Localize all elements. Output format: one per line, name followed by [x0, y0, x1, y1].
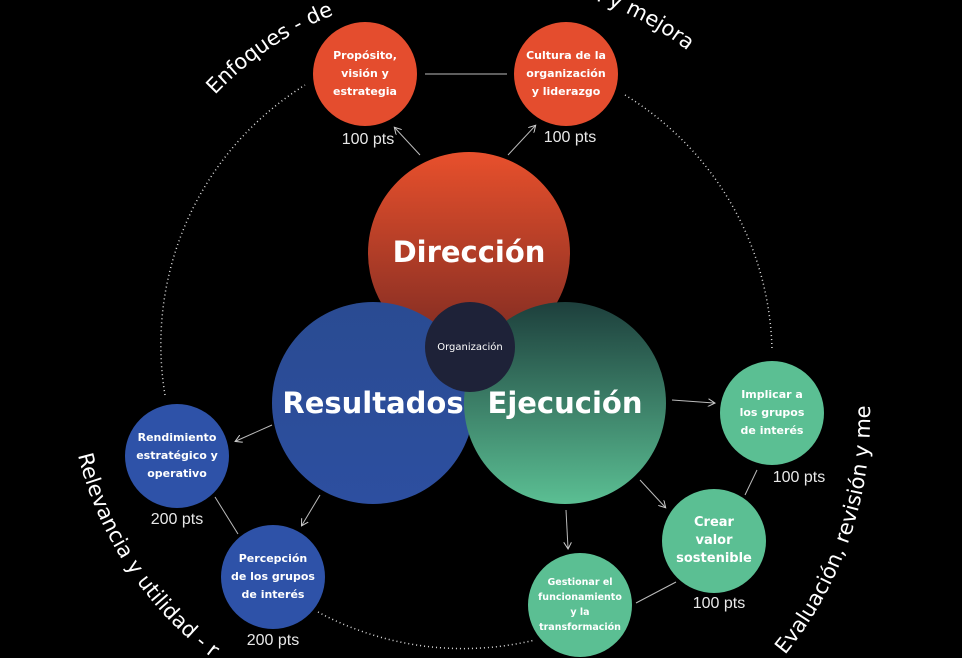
dotted-cycle-ring — [160, 84, 773, 650]
criterion-stakeholders[interactable]: Implicar a los grupos de interés — [720, 361, 824, 465]
points-purpose: 100 pts — [341, 131, 395, 148]
points-culture: 100 pts — [543, 129, 597, 146]
points-strategic-performance: 200 pts — [150, 511, 204, 528]
criterion-purpose[interactable]: Propósito, visión y estrategia — [313, 22, 417, 126]
organization-circle: Organización — [425, 302, 515, 392]
criterion-value[interactable]: Crear valor sostenible — [662, 489, 766, 593]
criterion-culture[interactable]: Cultura de la organización y liderazgo — [514, 22, 618, 126]
criterion-performance-transformation[interactable]: Gestionar el funcionamiento y la transfo… — [528, 553, 632, 657]
points-value: 100 pts — [692, 595, 746, 612]
arc-label-relevance: Relevancia y utilidad - ren — [0, 0, 224, 658]
criterion-stakeholder-perception[interactable]: Percepción de los grupos de interés — [221, 525, 325, 629]
criterion-strategic-performance[interactable]: Rendimiento estratégico y operativo — [125, 404, 229, 508]
points-stakeholders: 100 pts — [772, 469, 826, 486]
points-stakeholder-perception: 200 pts — [246, 632, 300, 649]
